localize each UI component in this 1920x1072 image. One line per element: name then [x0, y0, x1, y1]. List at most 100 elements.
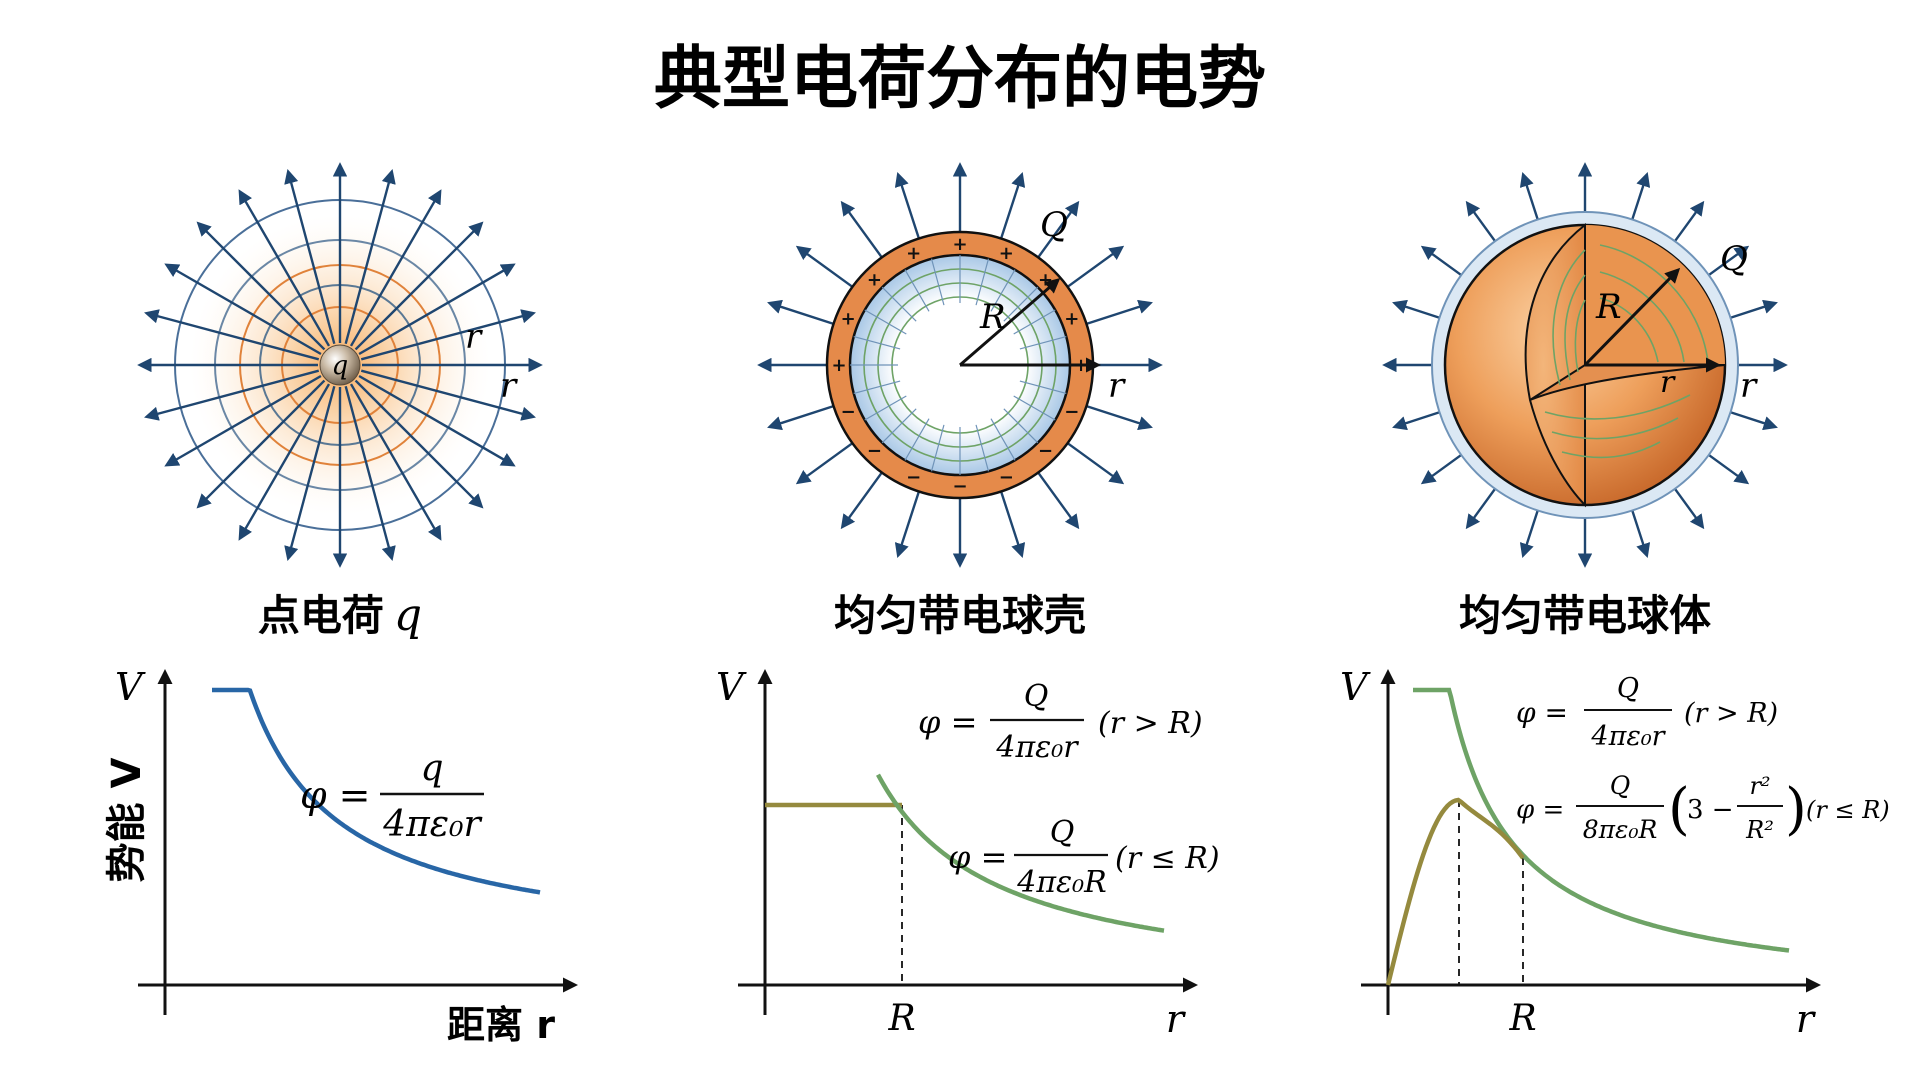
field-line-arrow	[1631, 510, 1651, 558]
field-line-arrow	[1519, 510, 1539, 558]
charged-solid-sphere-field-diagram: R Q r r	[1382, 162, 1788, 568]
plus-sign: +	[952, 234, 967, 255]
formula-numerator: Q	[1610, 771, 1631, 800]
minus-sign: −	[906, 467, 921, 488]
field-line-arrow	[284, 385, 336, 561]
field-line-arrow	[795, 442, 854, 485]
r-label-inner: r	[465, 317, 483, 357]
field-line-arrow	[164, 374, 322, 467]
field-line-arrow	[1631, 172, 1651, 220]
field-line-arrow	[1037, 200, 1080, 259]
minus-sign: −	[1064, 401, 1079, 422]
field-line-arrow	[1086, 404, 1153, 431]
formula-numerator: Q	[1024, 679, 1049, 714]
inner-numerator: r²	[1749, 772, 1770, 800]
formula-lhs: φ =	[918, 703, 977, 741]
field-line-arrow	[767, 404, 834, 431]
grid-line	[881, 408, 917, 444]
minus-sign: −	[952, 476, 967, 497]
formula-numerator: q	[420, 748, 443, 789]
field-line-arrow	[349, 189, 442, 347]
r-label-outer: r	[1740, 366, 1758, 406]
formula-denominator: 4πε₀r	[995, 730, 1079, 765]
inner-denominator: R²	[1745, 816, 1774, 844]
radius-label-R: R	[979, 297, 1006, 337]
grid-line	[1003, 408, 1039, 444]
grid-line	[930, 424, 945, 472]
formula-denominator: 4πε₀R	[1016, 865, 1107, 900]
field-line-arrow	[840, 200, 883, 259]
minus-sign: −	[841, 401, 856, 422]
plus-sign: +	[841, 309, 856, 330]
minus-sign: −	[867, 441, 882, 462]
plus-sign: +	[906, 243, 921, 264]
point-charge-sphere	[319, 344, 361, 386]
charge-label-Q: Q	[1720, 239, 1748, 279]
axis-y-label: V	[1340, 665, 1371, 709]
charge-label-Q: Q	[1040, 205, 1068, 245]
equipotential-ring	[1564, 274, 1586, 381]
axis-x-label: r	[1166, 997, 1187, 1041]
field-line-arrow	[1392, 411, 1440, 431]
grid-line	[864, 309, 907, 335]
formula-three-minus: 3 −	[1687, 795, 1734, 825]
grid-line	[990, 418, 1016, 461]
formula-condition: (r ≤ R)	[1806, 796, 1890, 824]
plus-sign: +	[867, 269, 882, 290]
plus-sign: +	[1064, 309, 1079, 330]
outside-potential-curve	[1413, 687, 1790, 953]
field-line-arrow	[1037, 471, 1080, 530]
equipotential-ring	[1552, 249, 1586, 386]
equipotential-ring	[1599, 271, 1685, 363]
field-line-arrow	[1465, 488, 1497, 530]
formula-sphere-outside: φ = Q 4πε₀r (r > R)	[1516, 673, 1778, 752]
axis-x-title: 距离 r	[447, 1003, 555, 1047]
grid-line	[904, 269, 930, 312]
field-line-arrow	[999, 491, 1026, 558]
paren-left: (	[1668, 777, 1690, 842]
field-line-arrow	[1392, 299, 1440, 319]
formula-lhs: φ =	[300, 773, 371, 817]
grid-line	[975, 258, 990, 306]
charged-shell-field-diagram: +++++−−−−−−−++++ R Q r	[757, 162, 1163, 568]
grid-line	[1019, 335, 1067, 350]
axis-x-label: r	[1796, 997, 1817, 1041]
formula-denominator: 4πε₀r	[382, 804, 482, 845]
r-label-outer: r	[500, 366, 518, 406]
field-line-arrow	[1730, 411, 1778, 431]
outside-potential-curve	[876, 773, 1165, 933]
field-line-arrow	[1730, 299, 1778, 319]
field-line-arrow	[196, 379, 326, 509]
shell-grid-lines	[850, 255, 1070, 475]
field-line-arrow	[767, 299, 834, 326]
field-line-arrow	[164, 263, 322, 356]
field-line-arrow	[284, 169, 336, 345]
field-line-arrow	[795, 245, 854, 288]
field-line-arrow	[344, 169, 396, 345]
formula-lhs: φ =	[948, 838, 1007, 876]
page-title: 典型电荷分布的电势	[654, 40, 1266, 119]
grid-line	[864, 395, 907, 421]
axis-y-title: 势能 V	[104, 758, 150, 883]
axis-y-label: V	[716, 665, 747, 709]
cutaway-face-bottom	[1529, 364, 1726, 401]
equipotential-ring	[1599, 297, 1659, 363]
tick-R: R	[1508, 998, 1536, 1039]
charge-label-q: q	[332, 351, 349, 381]
formula-numerator: Q	[1050, 815, 1075, 850]
paren-right: )	[1785, 777, 1807, 842]
axis-y-label: V	[115, 665, 146, 709]
minus-sign: −	[999, 467, 1014, 488]
field-line-arrow	[238, 383, 331, 541]
field-line-arrow	[349, 383, 442, 541]
r-label-inner: r	[1660, 365, 1676, 400]
grid-line	[881, 286, 917, 322]
plus-sign: +	[831, 355, 846, 376]
field-lines	[137, 162, 543, 568]
grid-line	[975, 424, 990, 472]
surface-charge-signs: +++++−−−−−−−++++	[831, 234, 1088, 497]
formula-sphere-inside: φ = Q 8πε₀R ( 3 − r² R² ) (r ≤ R)	[1516, 771, 1890, 844]
grid-line	[1013, 309, 1056, 335]
